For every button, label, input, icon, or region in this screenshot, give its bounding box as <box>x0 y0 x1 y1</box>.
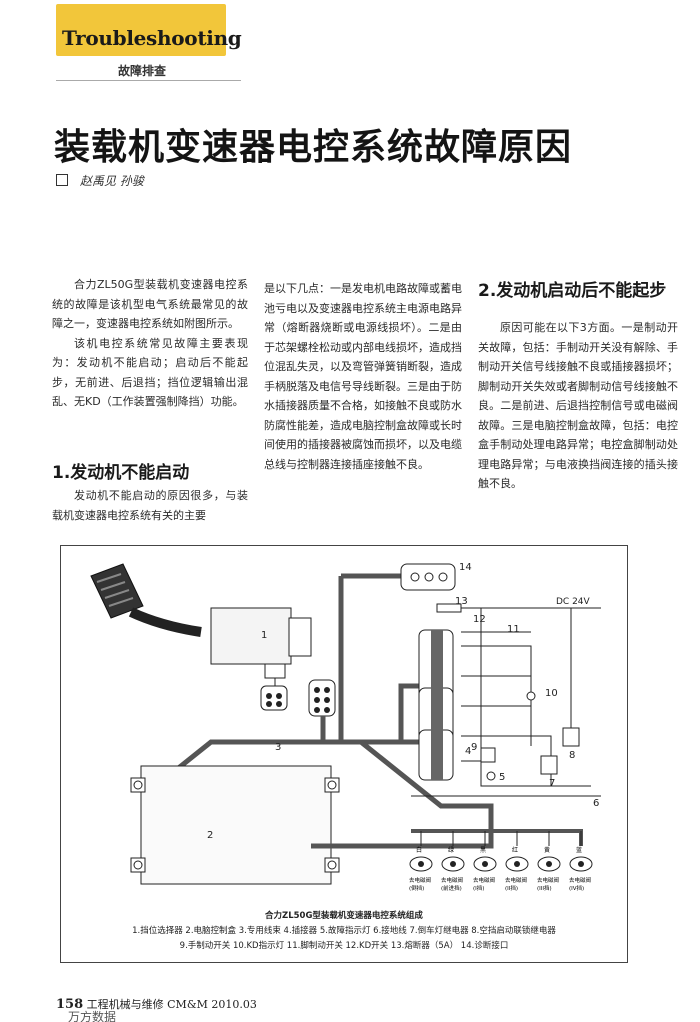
callout-1: 1 <box>261 630 267 641</box>
watermark: 万方数据 <box>68 1010 117 1022</box>
valve-pin <box>546 861 552 867</box>
callout-5: 5 <box>499 772 505 783</box>
article-authors: 赵禹见 孙骏 <box>80 174 144 188</box>
valve-pin <box>482 861 488 867</box>
relay-block <box>418 629 454 781</box>
section-title-en: Troubleshooting <box>62 26 242 50</box>
page-footer: 158 工程机械与维修 CM&M 2010.03 <box>56 996 257 1012</box>
figure-legend-line-1: 1.挡位选择器 2.电脑控制盒 3.专用线束 4.插接器 5.故障指示灯 6.接… <box>132 926 556 936</box>
callout-3: 3 <box>275 742 281 753</box>
valve-gear: (I挡) <box>473 884 484 892</box>
callout-13: 13 <box>455 596 468 607</box>
valve-gear: (III挡) <box>537 884 552 892</box>
valve-target: 去电磁阀 <box>473 876 495 884</box>
paragraph: 该机电控系统常见故障主要表现为：发动机不能启动；启动后不能起步，无前进、后退挡；… <box>52 336 248 409</box>
valve-pin <box>514 861 520 867</box>
page-number: 158 <box>56 997 84 1012</box>
valve-row: 白去电磁阀(倒挡)绿去电磁阀(前进挡)黑去电磁阀(I挡)红去电磁阀(II挡)黄去… <box>409 829 593 892</box>
paragraph: 发动机不能启动的原因很多，与装载机变速器电控系统有关的主要 <box>52 489 248 522</box>
magazine-info: 工程机械与维修 CM&M 2010.03 <box>86 998 257 1011</box>
valve-pin <box>418 861 424 867</box>
gear-selector <box>90 563 312 711</box>
figure-caption: 合力ZL50G型装载机变速器电控系统组成 <box>265 911 423 921</box>
valve-target: 去电磁阀 <box>569 876 591 884</box>
section-heading-2: 2.发动机启动后不能起步 <box>478 281 667 301</box>
callout-2: 2 <box>207 830 213 841</box>
figure-legend-line-2: 9.手制动开关 10.KD指示灯 11.脚制动开关 12.KD开关 13.熔断器… <box>179 941 509 951</box>
valve-color-label: 蓝 <box>576 846 582 854</box>
callout-4: 4 <box>465 746 471 757</box>
diagnostic-port <box>400 563 456 591</box>
callout-11: 11 <box>507 624 520 635</box>
section-heading-1: 1.发动机不能启动 <box>52 463 190 483</box>
valve-gear: (IV挡) <box>569 884 584 892</box>
supply-label: DC 24V <box>556 597 591 607</box>
valve-gear: (II挡) <box>505 884 518 892</box>
valve-target: 去电磁阀 <box>505 876 527 884</box>
wiring-diagram-figure: 白去电磁阀(倒挡)绿去电磁阀(前进挡)黑去电磁阀(I挡)红去电磁阀(II挡)黄去… <box>60 545 628 963</box>
valve-target: 去电磁阀 <box>441 876 463 884</box>
paragraph: 合力ZL50G型装载机变速器电控系统的故障是该机型电气系统最常见的故障之一，变速… <box>52 278 248 330</box>
body-column-3: 原因可能在以下3方面。一是制动开关故障，包括：手制动开关没有解除、手制动开关信号… <box>478 318 678 494</box>
section-banner <box>56 4 226 56</box>
power-circuit <box>436 603 601 787</box>
author-marker <box>56 174 68 186</box>
body-column-1: 合力ZL50G型装载机变速器电控系统的故障是该机型电气系统最常见的故障之一，变速… <box>52 275 248 412</box>
connector <box>308 679 336 717</box>
paragraph: 是以下几点：一是发电机电路故障或蓄电池亏电以及变速器电控系统主电源电路异常（熔断… <box>264 282 462 471</box>
header-rule <box>56 80 241 81</box>
valve-target: 去电磁阀 <box>537 876 559 884</box>
valve-color-label: 黑 <box>480 847 486 854</box>
valve-color-label: 白 <box>416 846 422 854</box>
article-title: 装载机变速器电控系统故障原因 <box>54 127 573 168</box>
section-title-cn: 故障排查 <box>118 64 167 78</box>
valve-gear: (倒挡) <box>409 884 424 892</box>
wiring-diagram: 白去电磁阀(倒挡)绿去电磁阀(前进挡)黑去电磁阀(I挡)红去电磁阀(II挡)黄去… <box>90 562 601 892</box>
control-box <box>130 765 340 885</box>
valve-color-label: 红 <box>512 846 518 854</box>
valve-color-label: 绿 <box>448 846 454 854</box>
valve-target: 去电磁阀 <box>409 876 431 884</box>
valve-bus <box>311 836 494 849</box>
callout-7: 7 <box>549 778 555 789</box>
body-column-1-cont: 发动机不能启动的原因很多，与装载机变速器电控系统有关的主要 <box>52 486 248 525</box>
valve-pin <box>578 861 584 867</box>
body-column-2: 是以下几点：一是发电机电路故障或蓄电池亏电以及变速器电控系统主电源电路异常（熔断… <box>264 279 462 474</box>
paragraph: 原因可能在以下3方面。一是制动开关故障，包括：手制动开关没有解除、手制动开关信号… <box>478 321 678 490</box>
callout-12: 12 <box>473 614 486 625</box>
callout-10: 10 <box>545 688 558 699</box>
callout-14: 14 <box>459 562 472 573</box>
callout-6: 6 <box>593 798 599 809</box>
valve-color-label: 黄 <box>544 846 550 854</box>
valve-gear: (前进挡) <box>441 884 462 892</box>
callout-9: 9 <box>471 742 477 753</box>
valve-pin <box>450 861 456 867</box>
callout-8: 8 <box>569 750 575 761</box>
